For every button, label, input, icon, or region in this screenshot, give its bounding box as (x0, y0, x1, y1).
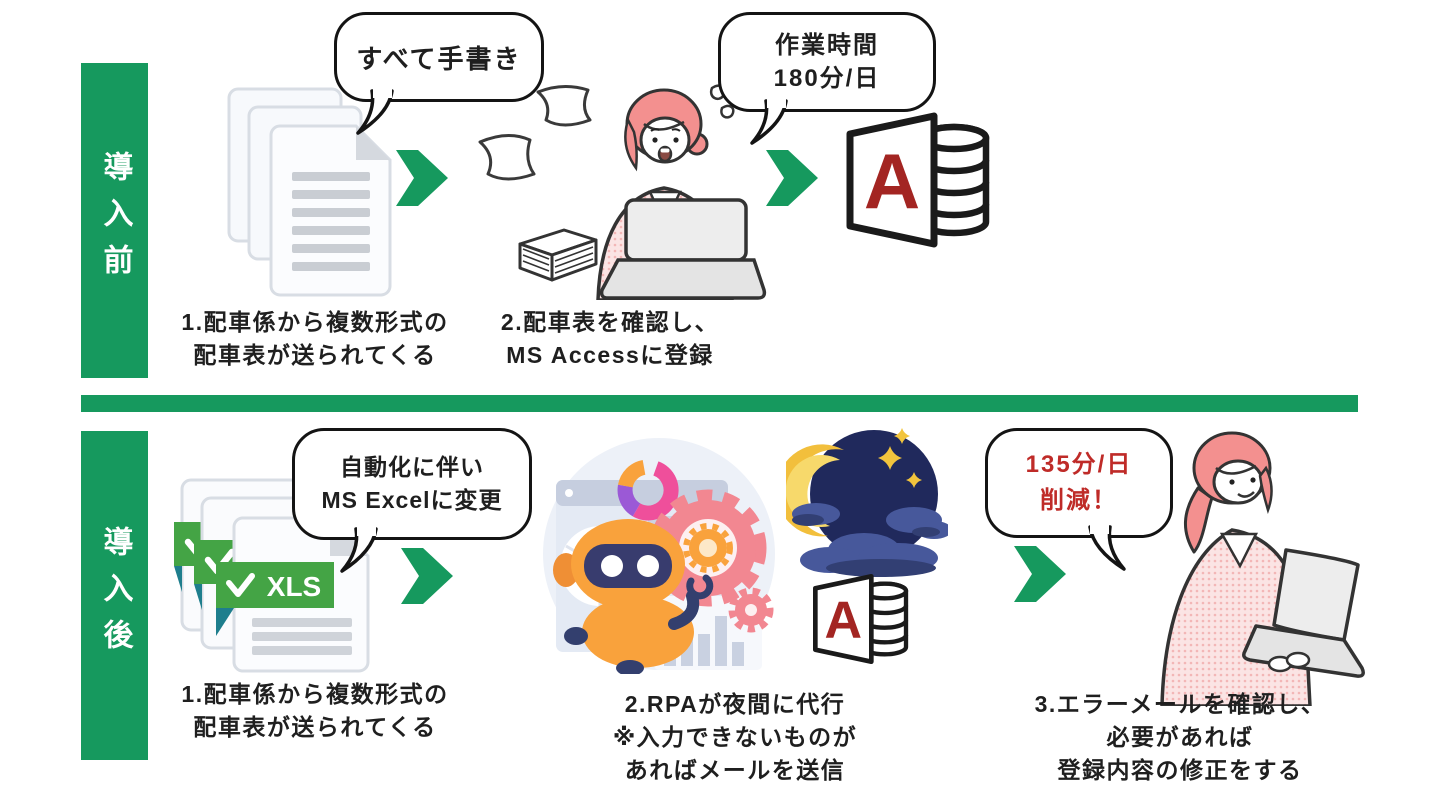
caption-line: MS Accessに登録 (506, 342, 714, 368)
caption-line: 配車表が送られてくる (193, 714, 437, 740)
bubble-text-line: 自動化に伴い (340, 454, 484, 480)
caption-line: あればメールを送信 (624, 757, 846, 783)
arrow-right-icon (401, 548, 453, 604)
excel-change-speech-bubble: 自動化に伴い MS Excelに変更 (292, 428, 532, 540)
before-label-text: 導入前 (98, 150, 132, 291)
time-saving-speech-bubble: 135分/日 削減！ (985, 428, 1173, 538)
after-step3-caption: 3.エラーメールを確認し、 必要があれば 登録内容の修正をする (1005, 688, 1355, 787)
night-moon-illustration (786, 428, 948, 577)
speech-bubble-tail-icon (1088, 525, 1126, 571)
bubble-text: すべて手書き (356, 43, 522, 74)
caption-line: 1.配車係から複数形式の (181, 309, 449, 335)
after-step1-caption: 1.配車係から複数形式の 配車表が送られてくる (140, 678, 490, 744)
before-step1-caption: 1.配車係から複数形式の 配車表が送られてくる (140, 306, 490, 372)
caption-line: 必要があれば (1106, 724, 1254, 750)
caption-line: 2.配車表を確認し、 (500, 309, 720, 335)
speech-bubble-tail-icon (340, 527, 378, 573)
after-step2-caption: 2.RPAが夜間に代行 ※入力できないものが あればメールを送信 (560, 688, 910, 787)
speech-bubble-tail-icon (356, 89, 394, 135)
arrow-right-icon (396, 150, 448, 206)
bubble-text-line: MS Excelに変更 (321, 487, 503, 513)
xls-badge-label: XLS (267, 571, 321, 602)
paper-documents-icon (227, 87, 392, 297)
worker-calm-illustration (1160, 431, 1365, 706)
caption-line: 3.エラーメールを確認し、 (1034, 691, 1326, 717)
speech-bubble-tail-icon (750, 99, 788, 145)
caption-line: 2.RPAが夜間に代行 (624, 691, 846, 717)
arrow-right-icon (766, 150, 818, 206)
arrow-right-icon (1014, 546, 1066, 602)
bubble-text-line: 作業時間 (775, 32, 879, 59)
caption-line: ※入力できないものが (612, 724, 858, 750)
caption-line: 1.配車係から複数形式の (181, 681, 449, 707)
rpa-robot-illustration (543, 438, 775, 674)
access-letter: A (825, 592, 863, 650)
worker-stressed-illustration (478, 84, 767, 300)
bubble-text-line: 135分/日 (1025, 451, 1133, 478)
access-letter: A (864, 137, 920, 225)
caption-line: 登録内容の修正をする (1057, 757, 1303, 783)
xls-documents-icon: XLS (174, 478, 370, 673)
after-section-label: 導入後 (81, 431, 148, 760)
ms-access-icon: A (813, 574, 909, 665)
section-divider (81, 395, 1358, 412)
worktime-speech-bubble: 作業時間 180分/日 (718, 12, 936, 112)
bubble-text-line: 180分/日 (773, 65, 881, 92)
bubble-text-line: 削減！ (1040, 487, 1118, 514)
handwritten-speech-bubble: すべて手書き (334, 12, 544, 102)
before-step2-caption: 2.配車表を確認し、 MS Accessに登録 (470, 306, 750, 372)
ms-access-icon: A (846, 112, 990, 248)
caption-line: 配車表が送られてくる (193, 342, 437, 368)
before-section-label: 導入前 (81, 63, 148, 378)
after-label-text: 導入後 (98, 525, 132, 666)
